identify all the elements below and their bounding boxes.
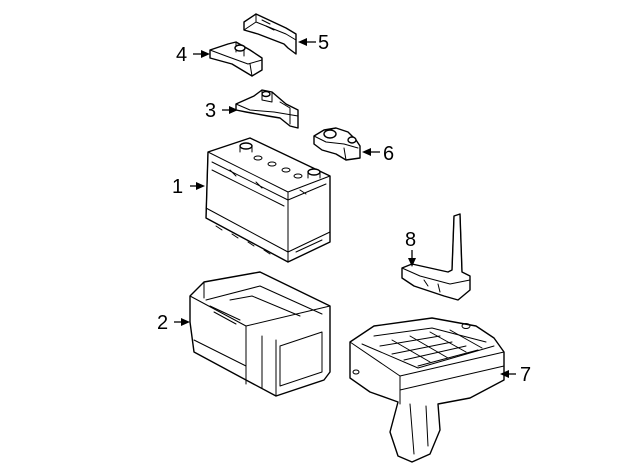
callout-labels: 1 2 3 4 5 6 7 8 [157,32,531,386]
part-3-holder [235,89,299,129]
callout-3: 3 [205,100,216,122]
callout-6: 6 [383,143,394,165]
callout-1: 1 [172,176,183,198]
part-2-battery-box [189,271,331,397]
part-7-tray [349,317,505,463]
part-5-terminal-cover [243,13,297,55]
part-4-terminal-clamp [209,41,263,77]
callout-4: 4 [176,44,187,66]
leader-lines [174,38,516,378]
callout-7: 7 [520,364,531,386]
callout-5: 5 [318,32,329,54]
part-1-battery [205,137,331,263]
part-8-bracket [401,213,471,301]
part-6-positive-terminal [313,127,361,161]
callout-2: 2 [157,312,168,334]
callout-8: 8 [405,229,416,251]
